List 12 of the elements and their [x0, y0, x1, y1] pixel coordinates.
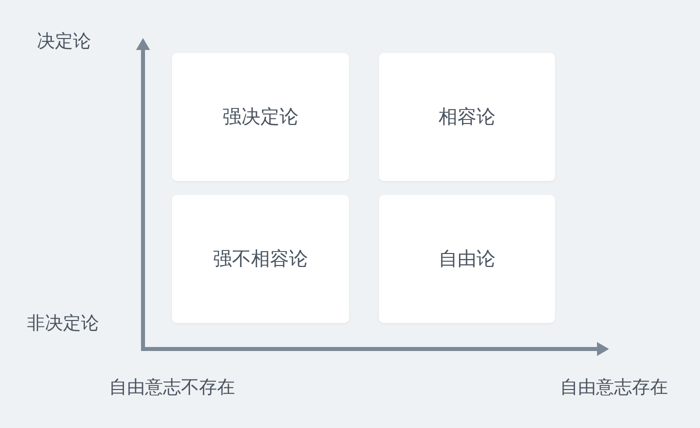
quadrant-label: 强决定论 [222, 106, 298, 128]
axis-label: 决定论 [37, 31, 91, 53]
quadrant-card [379, 195, 555, 323]
quadrant-card [172, 195, 349, 323]
quadrant-label: 强不相容论 [213, 248, 308, 270]
quadrant-card [172, 53, 349, 181]
axis-label: 自由意志不存在 [109, 377, 235, 399]
axis-label: 非决定论 [27, 313, 99, 335]
quadrant-label: 自由论 [438, 248, 496, 270]
axis-label: 自由意志存在 [560, 377, 668, 399]
quadrant-card [379, 53, 555, 181]
quadrant-label: 相容论 [438, 106, 496, 128]
